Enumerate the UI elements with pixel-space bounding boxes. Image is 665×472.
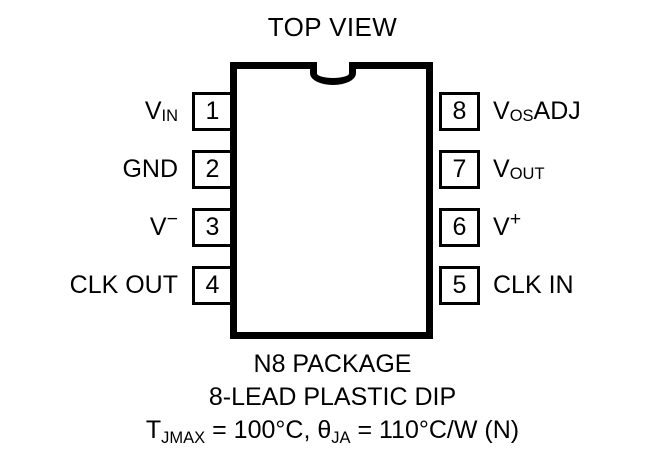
pin-box-7: 7 bbox=[439, 150, 480, 189]
pin-label-vos-adj-tail: ADJ bbox=[533, 97, 581, 125]
pin-label-vminus-main: V bbox=[149, 213, 167, 241]
pin-box-5: 5 bbox=[439, 266, 480, 305]
pin-box-8: 8 bbox=[439, 92, 480, 131]
pin-label-gnd: GND bbox=[122, 150, 178, 189]
pin-box-1: 1 bbox=[192, 92, 233, 131]
semicircle-notch-icon bbox=[309, 62, 356, 85]
pin-label-vin-sub: IN bbox=[161, 106, 179, 125]
pin-box-4: 4 bbox=[192, 266, 233, 305]
pin-label-clk-in-main: CLK IN bbox=[493, 271, 574, 299]
pin-label-vplus-main: V bbox=[493, 213, 510, 241]
pin-label-gnd-main: GND bbox=[122, 155, 178, 183]
pin-label-vout-sub: OUT bbox=[509, 164, 545, 183]
pin-label-clk-out-main: CLK OUT bbox=[69, 271, 178, 299]
package-caption: N8 PACKAGE 8-LEAD PLASTIC DIP TJMAX = 10… bbox=[0, 348, 665, 450]
pin-box-3: 3 bbox=[192, 208, 233, 247]
caption-tjmax-symbol: T bbox=[145, 416, 162, 444]
pin-label-vminus-sup: − bbox=[166, 207, 178, 230]
pin-label-clk-out: CLK OUT bbox=[70, 266, 178, 305]
pin-label-vin-main: V bbox=[144, 97, 162, 125]
caption-theta-value: = 110°C/W (N) bbox=[350, 416, 520, 444]
pin-label-vplus: V+ bbox=[493, 208, 521, 247]
pin-label-vos-adj-sub: OS bbox=[509, 106, 534, 125]
caption-package-name: N8 PACKAGE bbox=[253, 350, 412, 378]
pin-box-6: 6 bbox=[439, 208, 480, 247]
caption-lead-count: 8-LEAD PLASTIC DIP bbox=[208, 383, 457, 411]
pin-box-2: 2 bbox=[192, 150, 233, 189]
caption-thermal-spec: TJMAX = 100°C, θJA = 110°C/W (N) bbox=[0, 414, 665, 450]
pin-label-clk-in: CLK IN bbox=[493, 266, 574, 305]
caption-theta-sub: JA bbox=[331, 428, 351, 447]
caption-tjmax-value: = 100°C, θ bbox=[205, 416, 332, 444]
caption-tjmax-sub: JMAX bbox=[161, 428, 206, 447]
pin-label-vminus: V− bbox=[150, 208, 178, 247]
pin-label-vout-main: V bbox=[493, 155, 510, 183]
page-title: TOP VIEW bbox=[267, 12, 398, 42]
package-body-outline bbox=[230, 62, 433, 339]
pin-label-vplus-sup: + bbox=[509, 207, 522, 230]
pin-label-vos-adj-main: V bbox=[493, 97, 510, 125]
